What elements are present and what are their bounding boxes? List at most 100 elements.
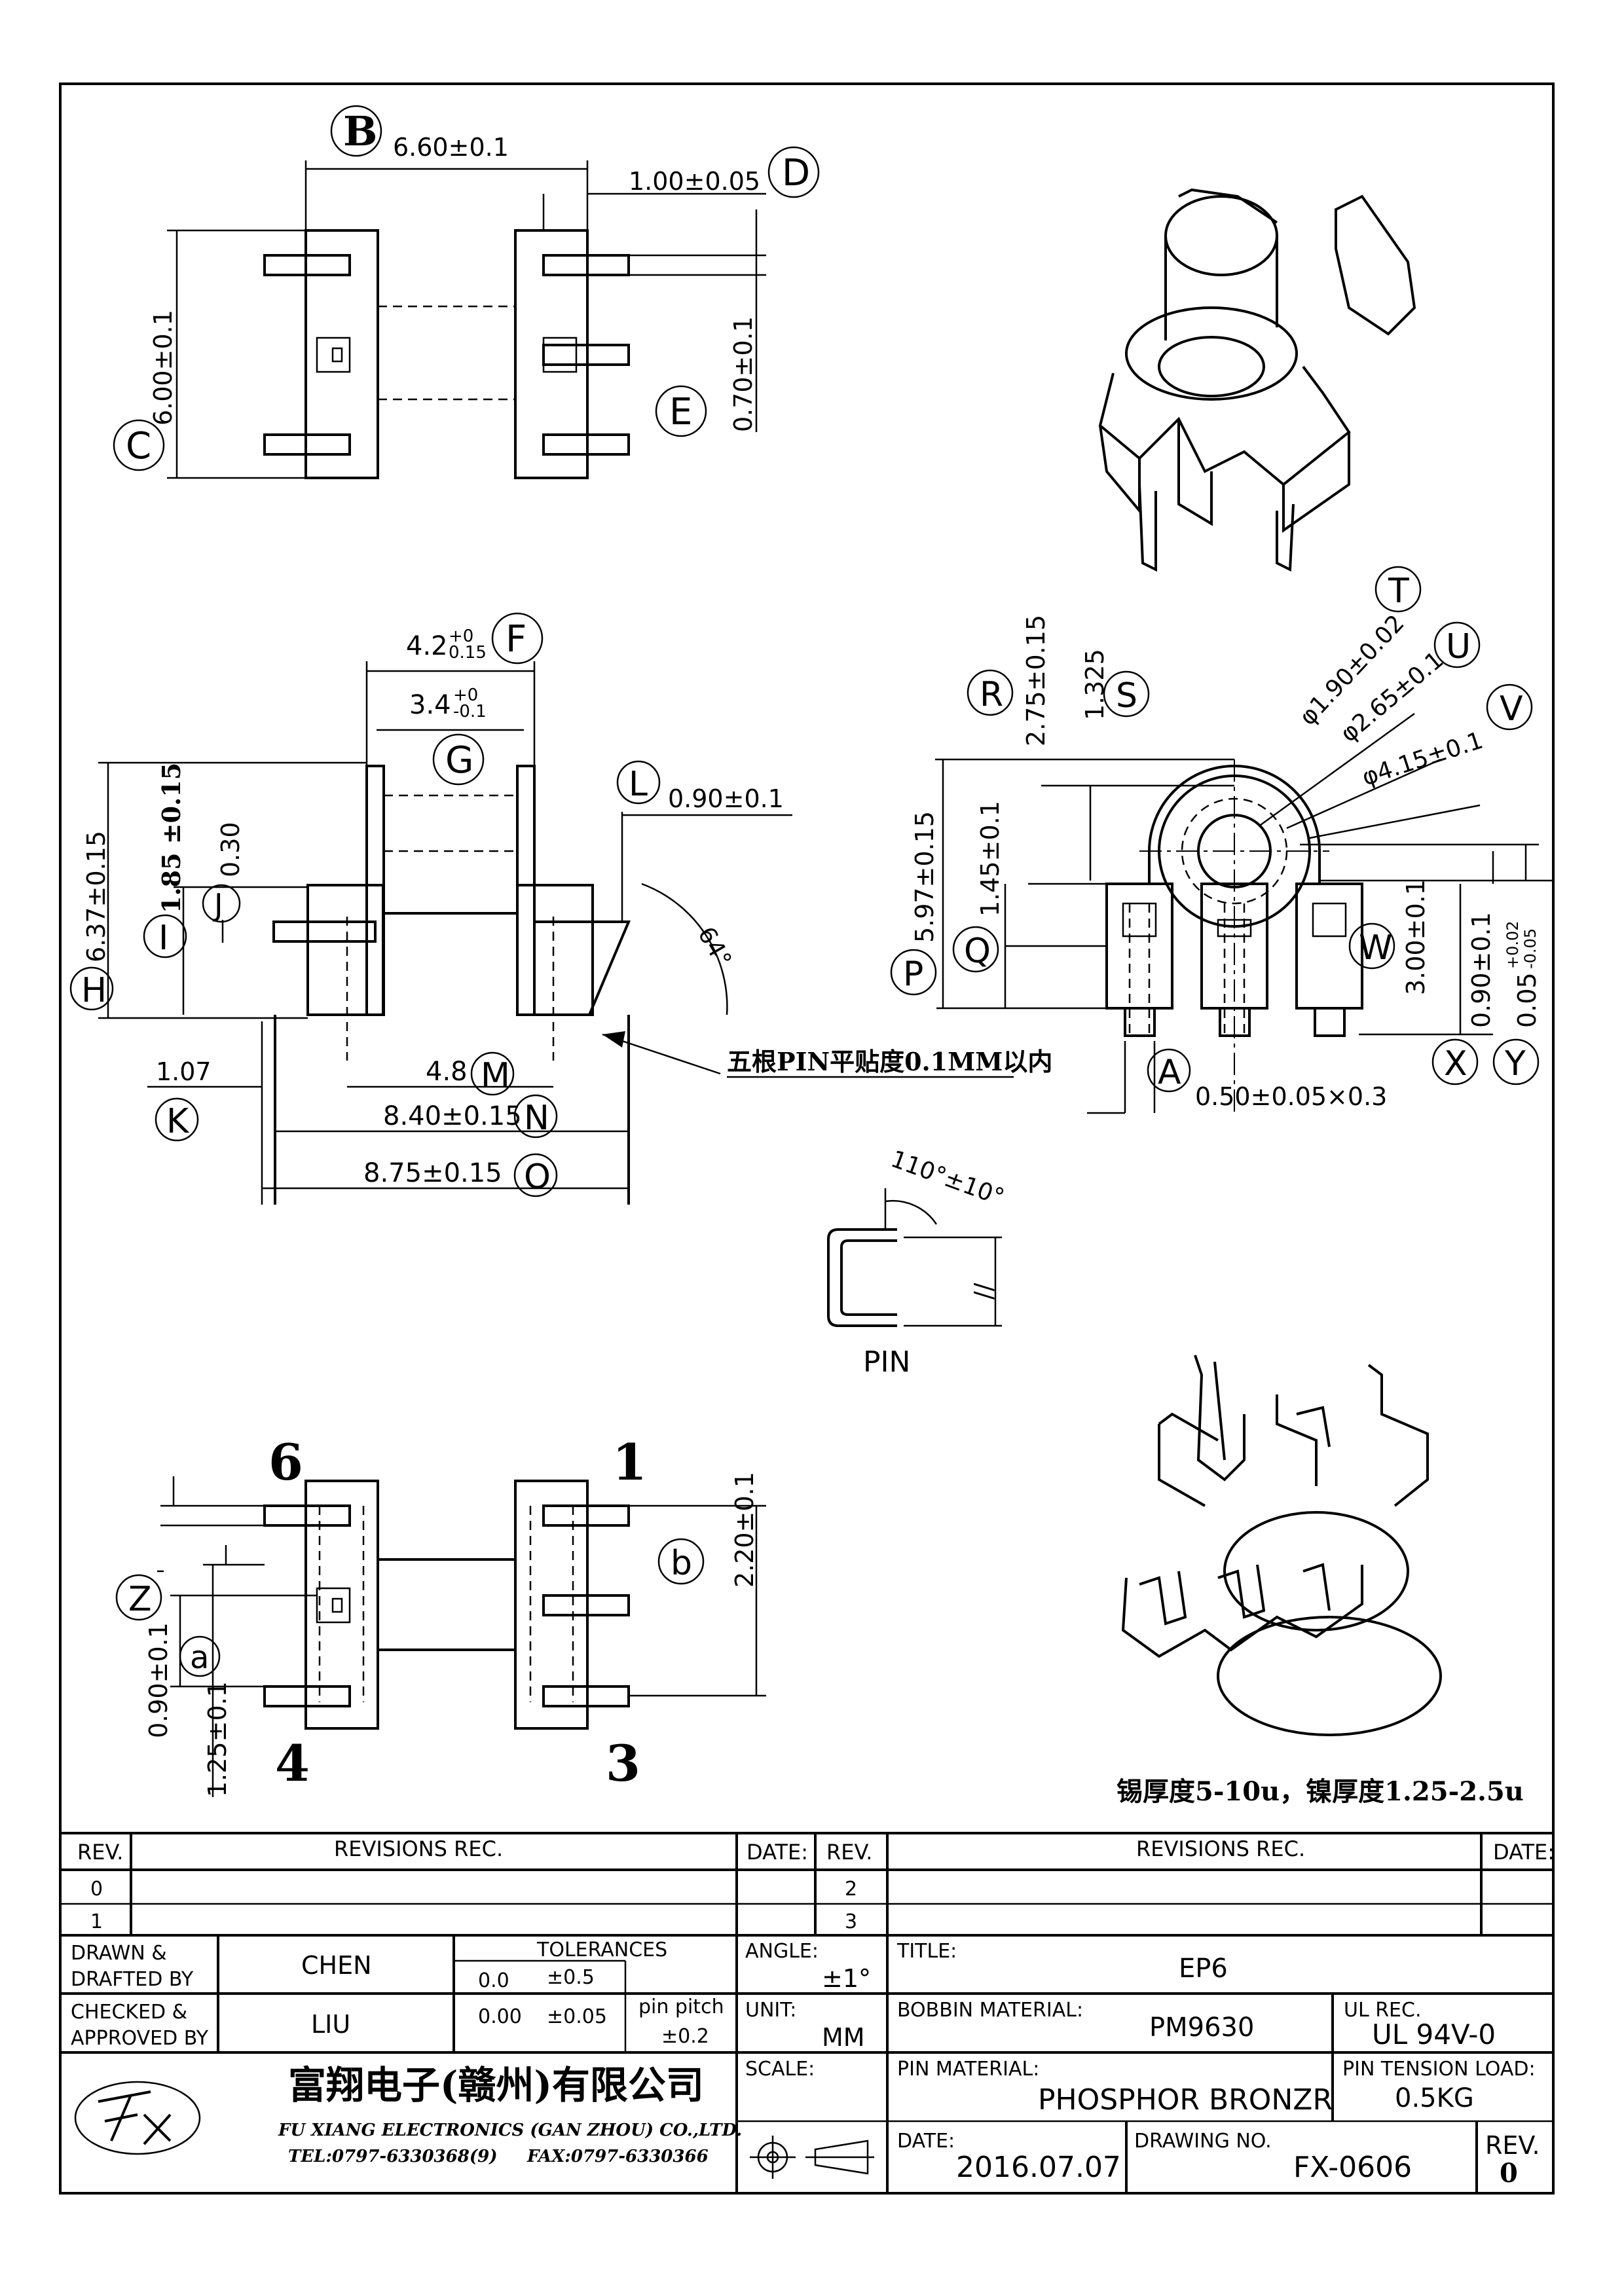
dim-s: 1.325	[1080, 649, 1109, 720]
label-D: D	[782, 152, 810, 194]
rev-row-2: 2	[845, 1878, 857, 1901]
dim-d: 1.00±0.05	[629, 167, 760, 196]
label-X: X	[1444, 1044, 1467, 1084]
dim-i: 1.85 ±0.15	[157, 763, 186, 913]
dim-x: 0.90±0.1	[1467, 912, 1496, 1028]
checked-label-2: APPROVED BY	[71, 2027, 209, 2050]
drawing-no-label: DRAWING NO.	[1134, 2130, 1272, 2153]
scale-label: SCALE:	[745, 2058, 815, 2081]
dim-g-sub: -0.1	[453, 702, 487, 721]
bobbin-label: BOBBIN MATERIAL:	[897, 1999, 1083, 2022]
rev-header-right: REV.	[826, 1840, 872, 1865]
date-value: 2016.07.07	[956, 2151, 1121, 2184]
bobbin-value: PM9630	[1149, 2013, 1254, 2043]
dim-r: 2.75±0.15	[1022, 615, 1050, 746]
dim-h: 6.37±0.15	[82, 831, 111, 962]
label-N: N	[524, 1099, 549, 1138]
dim-j: 0.30	[216, 822, 245, 877]
pin-tension-value: 0.5KG	[1395, 2083, 1474, 2113]
plating-note: 锡厚度5-10u，镍厚度1.25-2.5u	[1116, 1776, 1524, 1807]
date-label: DATE:	[897, 2130, 955, 2153]
drawn-label-2: DRAFTED BY	[71, 1968, 194, 1991]
pin-tension-label: PIN TENSION LOAD:	[1342, 2058, 1536, 2081]
label-B: B	[343, 107, 377, 155]
pin-pitch-value: ±0.2	[661, 2025, 709, 2048]
company-cn: 富翔电子(赣州)有限公司	[288, 2063, 704, 2107]
label-V: V	[1500, 689, 1523, 729]
label-Z: Z	[128, 1580, 152, 1619]
checked-value: LIU	[311, 2010, 350, 2039]
ul-value: UL 94V-0	[1372, 2018, 1496, 2050]
dim-v: φ4.15±0.1	[1359, 727, 1486, 791]
dim-y-main: 0.05	[1513, 972, 1541, 1028]
rev-row-1: 1	[90, 1910, 103, 1933]
sheet-border	[59, 82, 1555, 2195]
unit-label: UNIT:	[745, 1999, 796, 2022]
title-label: TITLE:	[896, 1940, 957, 1963]
dim-b2: 2.20±0.1	[730, 1472, 759, 1588]
label-T: T	[1388, 572, 1409, 611]
rev-row-0: 0	[90, 1878, 103, 1901]
company-fax: FAX:0797-6330366	[526, 2147, 709, 2166]
pin-number-3: 3	[606, 1734, 640, 1793]
pin-material-value: PHOSPHOR BRONZR	[1038, 2083, 1333, 2117]
dim-o: 8.75±0.15	[363, 1158, 502, 1188]
label-A: A	[1158, 1053, 1181, 1092]
label-I: I	[158, 919, 168, 958]
dim-y-sub: -0.05	[1521, 928, 1540, 969]
pin-pitch-label: pin pitch	[638, 1995, 724, 2018]
tol-row2-b: ±0.05	[547, 2005, 607, 2028]
dim-p: 5.97±0.15	[910, 811, 939, 943]
label-S: S	[1116, 676, 1137, 716]
label-R: R	[980, 675, 1003, 714]
dim-g-sup: +0	[453, 685, 478, 705]
angle-value: ±1°	[822, 1964, 871, 1993]
company-tel: TEL:0797-6330368(9)	[288, 2147, 498, 2166]
revisions-header-left: REVISIONS REC.	[334, 1836, 503, 1861]
tolerances-label: TOLERANCES	[536, 1939, 667, 1961]
label-b: b	[671, 1544, 692, 1583]
label-W: W	[1359, 928, 1392, 968]
dim-l: 0.90±0.1	[668, 784, 784, 813]
rev-row-3: 3	[845, 1910, 857, 1933]
side-view	[935, 712, 1552, 1114]
top-view	[167, 160, 766, 479]
revisions-header-right: REVISIONS REC.	[1136, 1836, 1305, 1861]
label-F: F	[506, 618, 526, 661]
label-J: J	[212, 887, 223, 922]
dim-m: 4.8	[426, 1057, 468, 1087]
label-Y: Y	[1504, 1044, 1526, 1084]
title-block	[60, 1832, 1553, 2193]
tol-row1-b: ±0.5	[547, 1966, 595, 1989]
dim-q: 1.45±0.1	[976, 801, 1005, 917]
iso-view-bottom	[1121, 1355, 1442, 1736]
unit-value: MM	[822, 2023, 865, 2052]
pin-material-label: PIN MATERIAL:	[897, 2058, 1039, 2081]
drawn-label-1: DRAWN &	[71, 1942, 167, 1965]
label-Q: Q	[964, 932, 991, 971]
label-P: P	[903, 955, 923, 994]
angle-label: ANGLE:	[745, 1940, 819, 1963]
label-O: O	[524, 1157, 551, 1197]
parallel-symbol: //	[969, 1283, 998, 1300]
company-en: FU XIANG ELECTRONICS (GAN ZHOU) CO.,LTD.	[278, 2121, 742, 2140]
label-H: H	[81, 971, 107, 1010]
dim-e: 0.70±0.1	[729, 316, 758, 432]
dim-a-pin: 0.50±0.05×0.3	[1195, 1082, 1387, 1111]
label-G: G	[445, 739, 473, 782]
label-K: K	[166, 1102, 190, 1141]
pin-label: PIN	[863, 1345, 910, 1379]
pin-number-4: 4	[275, 1734, 310, 1793]
title-value: EP6	[1179, 1954, 1228, 1984]
label-C: C	[126, 425, 151, 467]
drawn-value: CHEN	[301, 1951, 372, 1980]
dim-a2: 1.25±0.1	[203, 1681, 232, 1797]
front-view	[98, 661, 792, 1205]
checked-label-1: CHECKED &	[71, 2001, 187, 2024]
dim-n: 8.40±0.15	[383, 1101, 522, 1131]
drawing-no-value: FX-0606	[1293, 2151, 1412, 2184]
dim-g-main: 3.4	[409, 690, 451, 720]
dim-z: 0.90±0.1	[144, 1622, 173, 1738]
angle-64: 64°	[692, 922, 736, 972]
